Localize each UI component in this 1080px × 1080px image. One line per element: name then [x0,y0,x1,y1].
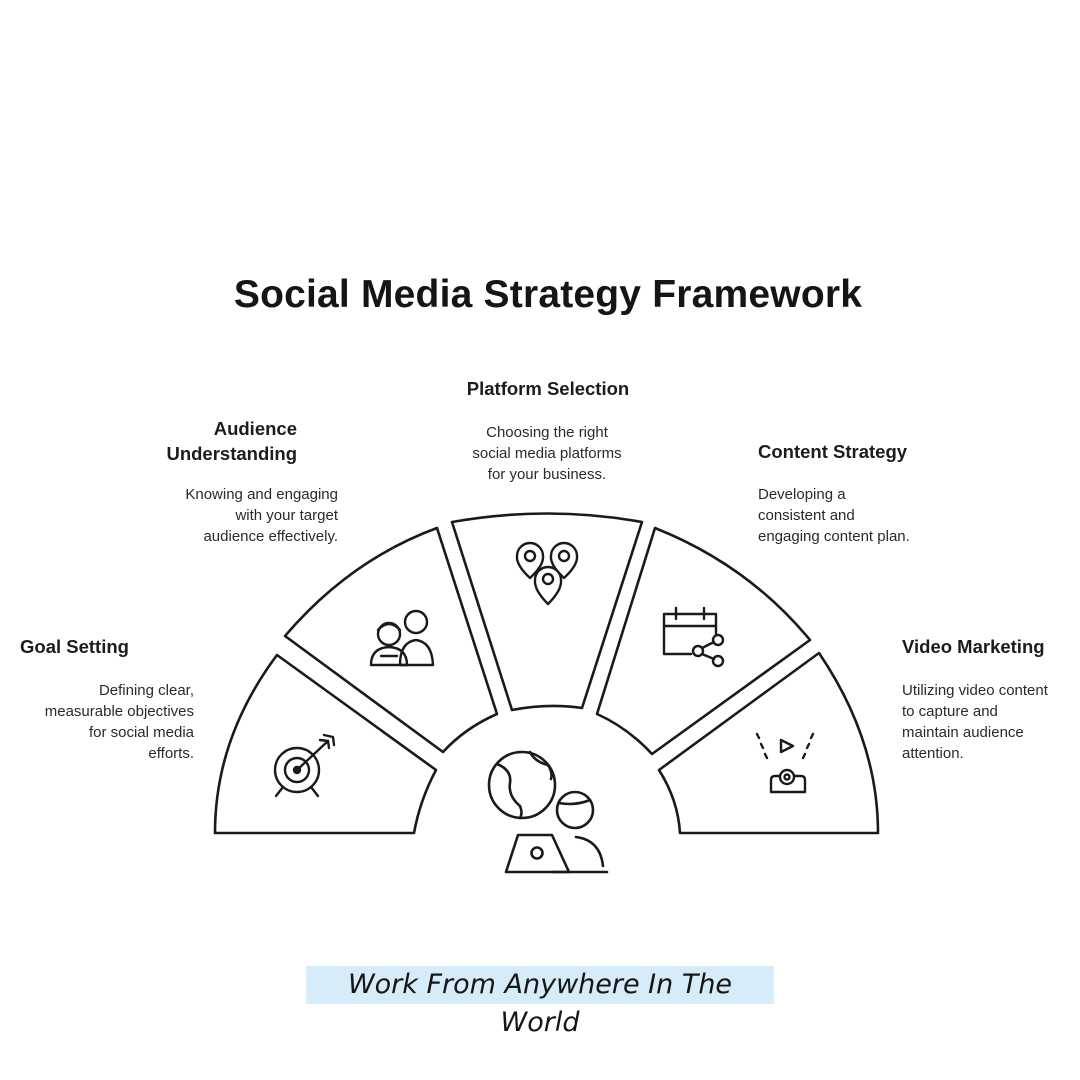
diagram-title: Social Media Strategy Framework [233,273,863,316]
calendar-share-icon [662,606,725,668]
segment-video-marketing [657,651,880,835]
segment-platform-selection [450,512,644,712]
video-camera-icon [755,732,815,794]
video-marketing-heading: Video Marketing [902,636,1045,657]
content-strategy-heading: Content Strategy [758,441,908,462]
audience-understanding-heading: Audience Understanding [166,418,297,464]
audience-understanding-description: Knowing and engaging with your target au… [185,486,338,545]
platform-selection-heading: Platform Selection [466,378,630,399]
segment-audience-understanding [283,526,499,754]
segment-content-strategy [595,526,812,756]
content-strategy-description: Developing a consistent and engaging con… [758,486,910,545]
goal-setting-heading: Goal Setting [20,636,129,657]
segment-goal-setting [213,653,438,835]
target-icon [273,733,336,798]
platform-selection-description: Choosing the right social media platform… [472,424,622,483]
audience-icon [369,609,435,667]
location-pins-icon [515,541,579,606]
tagline: Work From Anywhere In The World [306,966,774,1038]
goal-setting-description: Defining clear, measurable objectives fo… [44,682,194,762]
remote-work-globe-icon [487,750,609,874]
video-marketing-description: Utilizing video content to capture and m… [902,682,1048,762]
